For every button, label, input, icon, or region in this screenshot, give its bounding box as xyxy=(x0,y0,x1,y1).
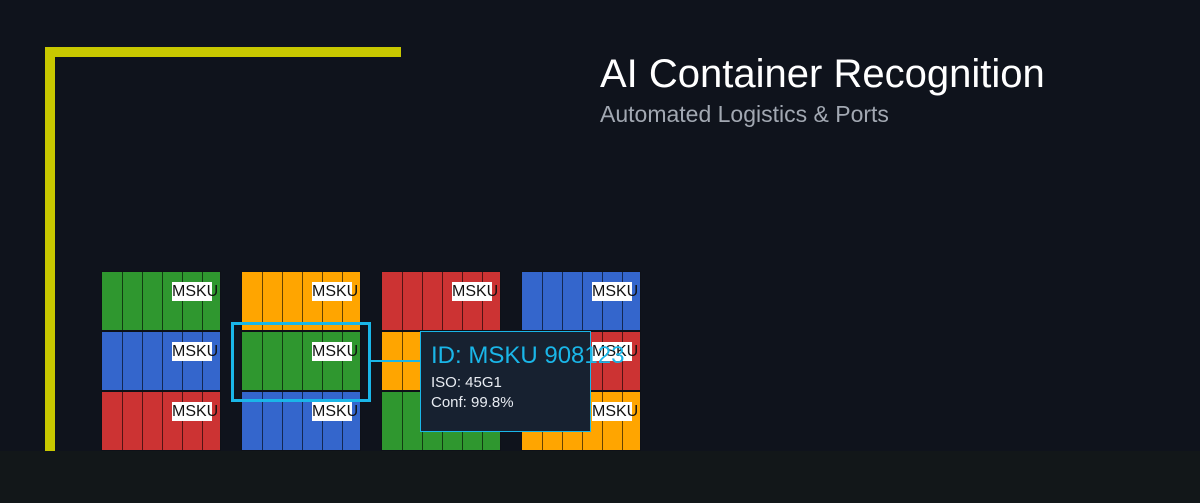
container-rib xyxy=(322,332,323,390)
container-rib xyxy=(162,392,163,450)
container-rib xyxy=(282,272,283,330)
detection-info-panel: ID: MSKU 908123 ISO: 45G1 Conf: 99.8% xyxy=(420,331,624,432)
detection-container-id: ID: MSKU 908123 xyxy=(431,342,625,369)
container-rib xyxy=(262,392,263,450)
crane-mast xyxy=(45,47,55,453)
container-id-label: MSKU xyxy=(592,402,639,421)
container-rib xyxy=(322,272,323,330)
container-rib xyxy=(422,272,423,330)
crane-boom xyxy=(45,47,401,57)
container-rib xyxy=(162,332,163,390)
container-id-label: MSKU xyxy=(312,342,359,361)
container-rib xyxy=(602,332,603,390)
container-id-label: MSKU xyxy=(172,342,219,361)
container-rib xyxy=(262,272,263,330)
container-rib xyxy=(262,332,263,390)
ground-strip xyxy=(0,451,1200,503)
container-rib xyxy=(302,272,303,330)
container-id-label: MSKU xyxy=(172,282,219,301)
shipping-container[interactable]: MSKU xyxy=(241,331,361,391)
container-rib xyxy=(182,392,183,450)
container-rib xyxy=(202,272,203,330)
page-subtitle: Automated Logistics & Ports xyxy=(600,101,889,127)
page-title: AI Container Recognition xyxy=(600,52,1045,96)
shipping-container[interactable]: MSKU xyxy=(101,271,221,331)
container-rib xyxy=(442,272,443,330)
container-rib xyxy=(602,392,603,450)
container-rib xyxy=(302,392,303,450)
container-rib xyxy=(122,332,123,390)
container-rib xyxy=(142,272,143,330)
container-rib xyxy=(282,392,283,450)
container-rib xyxy=(582,272,583,330)
shipping-container[interactable]: MSKU xyxy=(381,271,501,331)
detection-highlight-box[interactable] xyxy=(231,322,371,402)
container-rib xyxy=(182,332,183,390)
container-rib xyxy=(622,392,623,450)
container-id-label: MSKU xyxy=(452,282,499,301)
container-rib xyxy=(282,332,283,390)
shipping-container[interactable]: MSKU xyxy=(521,271,641,331)
detection-connector-line xyxy=(370,360,422,362)
container-rib xyxy=(462,272,463,330)
container-rib xyxy=(402,392,403,450)
container-rib xyxy=(602,272,603,330)
container-id-label: MSKU xyxy=(592,342,639,361)
container-rib xyxy=(482,272,483,330)
container-rib xyxy=(542,272,543,330)
detection-iso-code: ISO: 45G1 xyxy=(431,374,502,391)
detection-confidence: Conf: 99.8% xyxy=(431,394,514,411)
container-rib xyxy=(342,332,343,390)
shipping-container[interactable]: MSKU xyxy=(101,391,221,451)
container-rib xyxy=(202,392,203,450)
container-rib xyxy=(162,272,163,330)
container-id-label: MSKU xyxy=(312,402,359,421)
container-rib xyxy=(302,332,303,390)
container-id-label: MSKU xyxy=(592,282,639,301)
container-rib xyxy=(622,332,623,390)
container-id-label: MSKU xyxy=(312,282,359,301)
container-rib xyxy=(322,392,323,450)
container-rib xyxy=(622,272,623,330)
container-rib xyxy=(182,272,183,330)
container-rib xyxy=(122,272,123,330)
container-rib xyxy=(562,272,563,330)
container-rib xyxy=(342,392,343,450)
shipping-container[interactable]: MSKU xyxy=(101,331,221,391)
container-rib xyxy=(142,332,143,390)
container-rib xyxy=(342,272,343,330)
container-id-label: MSKU xyxy=(172,402,219,421)
shipping-container[interactable]: MSKU xyxy=(241,271,361,331)
container-rib xyxy=(402,272,403,330)
container-rib xyxy=(122,392,123,450)
container-rib xyxy=(142,392,143,450)
container-rib xyxy=(202,332,203,390)
